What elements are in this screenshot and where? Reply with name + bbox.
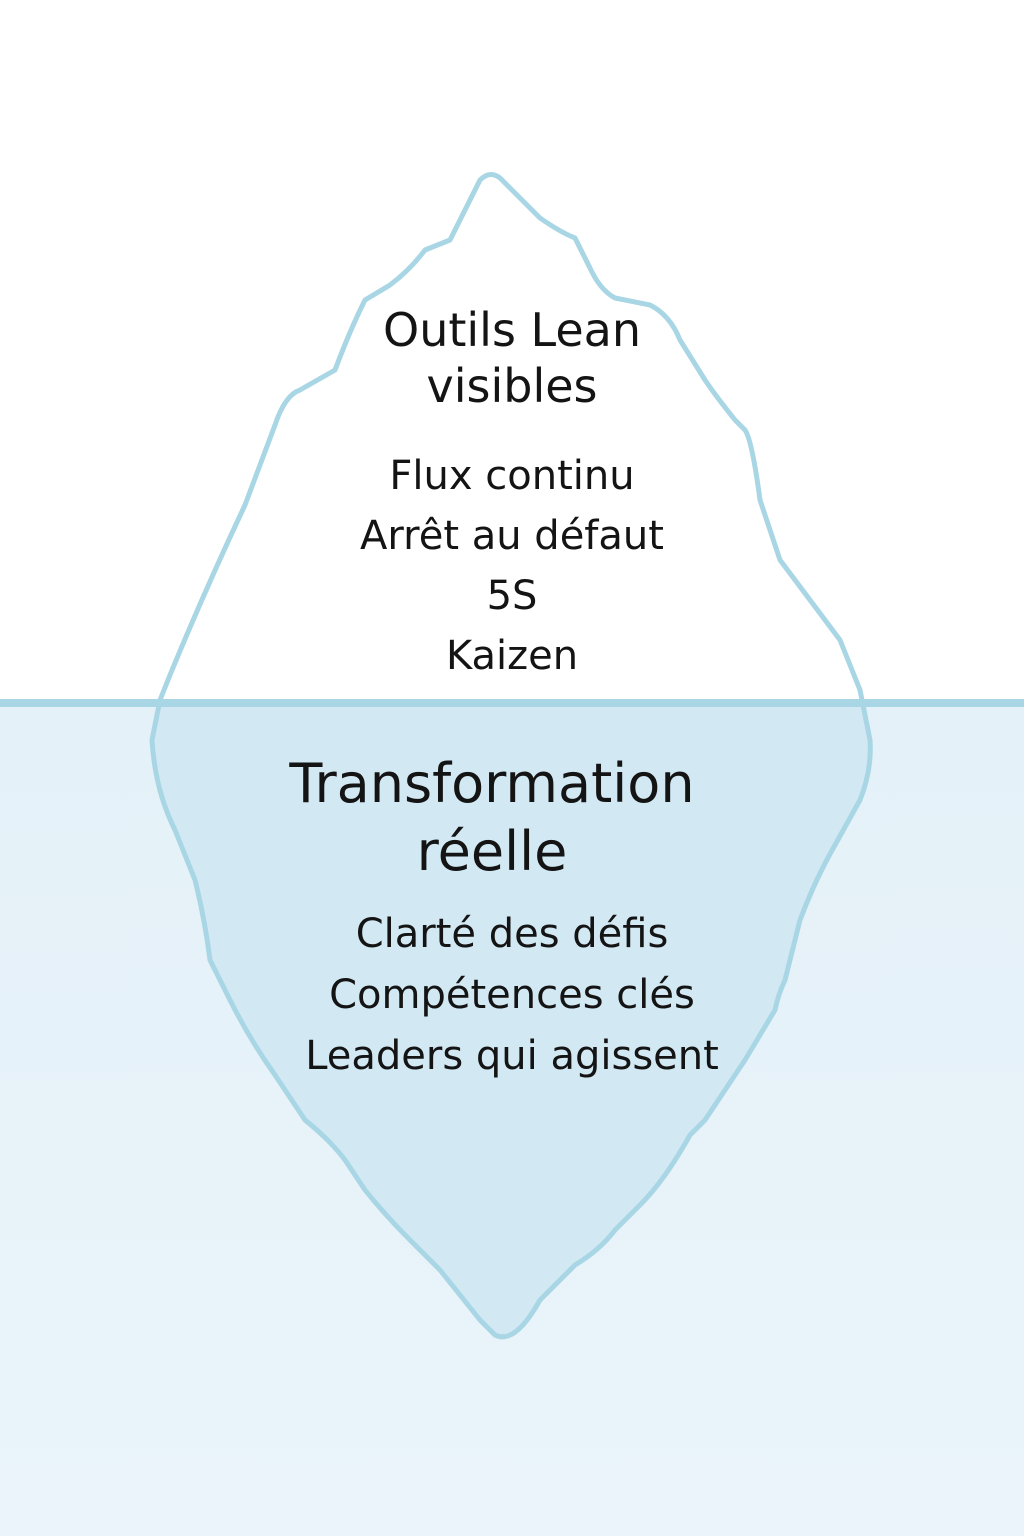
iceberg-submerged-fill <box>152 704 871 1337</box>
below-water-title-line2: réelle <box>416 820 568 883</box>
below-water-title: Transformation réelle <box>192 750 792 886</box>
above-water-title-line1: Outils Lean <box>382 303 641 357</box>
iceberg-outline <box>149 172 873 1340</box>
above-water-item: 5S <box>486 573 538 619</box>
above-water-item: Kaizen <box>445 633 579 679</box>
above-water-list: Flux continu Arrêt au défaut 5S Kaizen <box>212 446 812 686</box>
above-water-title: Outils Lean visibles <box>212 302 812 414</box>
sky-area <box>0 0 1024 704</box>
below-water-item: Compétences clés <box>329 972 695 1018</box>
waterline <box>0 699 1024 707</box>
below-water-title-line1: Transformation <box>289 752 695 815</box>
below-water-list: Clarté des défis Compétences clés Leader… <box>212 904 812 1087</box>
above-water-item: Flux continu <box>389 453 635 499</box>
below-water-item: Leaders qui agissent <box>305 1033 719 1079</box>
below-water-item: Clarté des défis <box>355 911 669 957</box>
above-water-title-line2: visibles <box>426 359 598 413</box>
above-water-item: Arrêt au défaut <box>360 513 664 559</box>
